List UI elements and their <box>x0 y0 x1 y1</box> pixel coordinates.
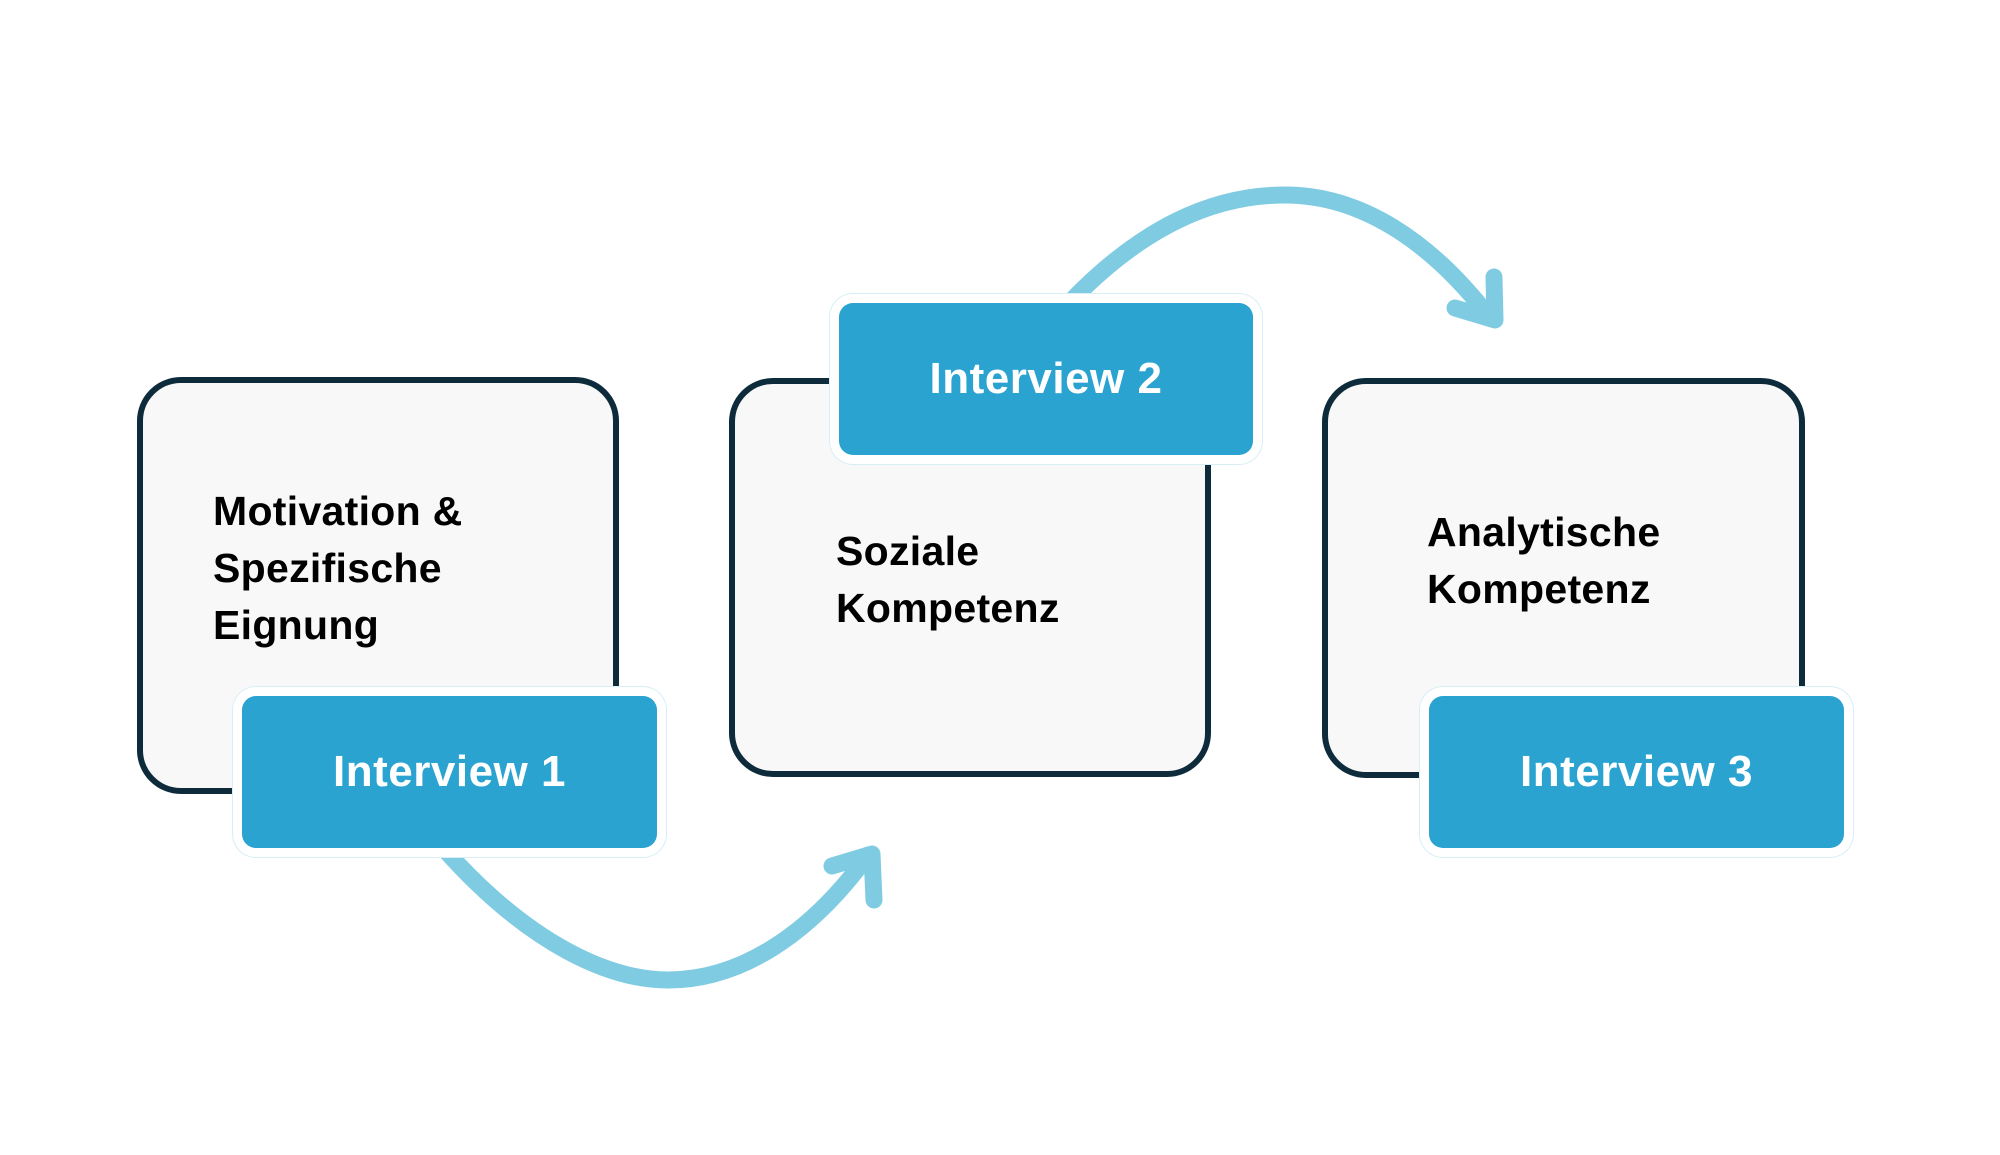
arrow-head-icon <box>1446 268 1504 329</box>
arrow-interview-1-to-2 <box>436 841 883 989</box>
arrow-curve <box>1063 186 1499 327</box>
badge-label: Interview 3 <box>1520 747 1753 796</box>
arrow-curve <box>436 841 877 989</box>
badge-label: Interview 2 <box>929 354 1163 403</box>
step-topic: Analytische Kompetenz <box>1427 509 1661 612</box>
arrow-interview-2-to-3 <box>1063 186 1504 329</box>
interview-badge-1: Interview 1 <box>242 696 657 848</box>
step-topic: Soziale Kompetenz <box>836 528 1060 631</box>
badge-label: Interview 1 <box>333 747 566 796</box>
arrow-head-icon <box>823 845 883 909</box>
interview-badge-2: Interview 2 <box>839 303 1253 455</box>
step-topic: Motivation & Spezifische Eignung <box>213 488 463 648</box>
interview-badge-3: Interview 3 <box>1429 696 1844 848</box>
